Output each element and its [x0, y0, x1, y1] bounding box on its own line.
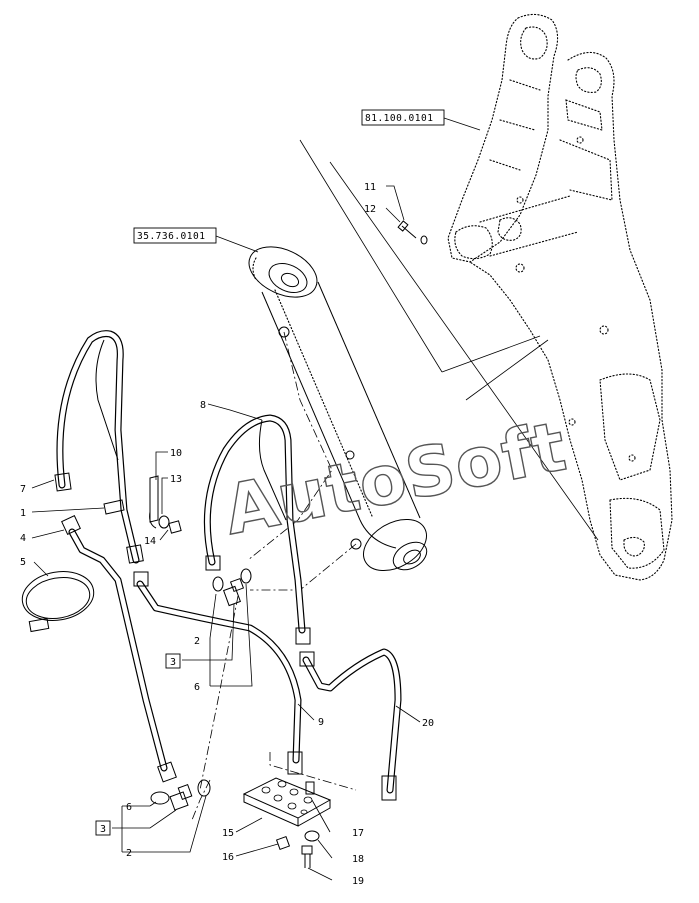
reference-boom: 81.100.0101 — [361, 109, 481, 131]
callout-9: 9 — [318, 717, 324, 728]
fitting-17 — [305, 781, 315, 795]
callout-13: 13 — [170, 474, 182, 485]
assembly-line-4 — [269, 752, 357, 791]
reference-cylinder: 35.736.0101 — [133, 227, 259, 253]
callout-1: 1 — [20, 508, 26, 519]
assembly-line-5 — [191, 779, 211, 821]
callout-11: 11 — [364, 182, 376, 193]
washer-18 — [304, 830, 320, 842]
callout-4: 4 — [20, 533, 26, 544]
o-ring-6-lower — [150, 791, 170, 805]
callout-2-lower: 2 — [126, 848, 132, 859]
assembly-line-1 — [247, 331, 333, 561]
callout-8: 8 — [200, 400, 206, 411]
callout-16: 16 — [222, 852, 234, 863]
o-ring-6-upper — [240, 568, 252, 584]
diagonal-guide-line-2 — [329, 161, 599, 541]
hose-9 — [133, 571, 303, 775]
assembly-line-2 — [250, 543, 357, 591]
callout-20: 20 — [422, 718, 434, 729]
boom-pointer-line-2 — [465, 339, 549, 401]
hydraulic-cylinder — [248, 246, 428, 572]
clip-1 — [103, 499, 125, 515]
callout-10: 10 — [170, 448, 182, 459]
hose-clamp-5 — [21, 571, 95, 633]
callout-3-lower-box — [95, 820, 111, 836]
callout-12: 12 — [364, 204, 376, 215]
callout-2-upper: 2 — [194, 636, 200, 647]
watermark-text: AutoSoft — [218, 407, 573, 551]
callout-17: 17 — [352, 828, 364, 839]
callout-3-upper: 3 — [170, 657, 176, 668]
o-ring-2-upper — [212, 576, 224, 592]
callout-3-lower: 3 — [100, 824, 106, 835]
fitting-3-lower — [169, 784, 193, 811]
boom-pointer-line-1 — [441, 335, 541, 373]
callout-18: 18 — [352, 854, 364, 865]
bolt-12 — [397, 220, 428, 245]
o-ring-2-lower — [197, 779, 211, 797]
diagonal-guide-line-1 — [299, 139, 443, 373]
callout-6-lower: 6 — [126, 802, 132, 813]
hose-7 — [54, 330, 144, 564]
nut-14 — [168, 520, 182, 534]
bolt-19 — [301, 845, 313, 868]
washer-13 — [158, 515, 170, 529]
callout-3-upper-box — [165, 653, 181, 669]
reference-boom-text: 81.100.0101 — [365, 113, 433, 124]
callout-6-upper: 6 — [194, 682, 200, 693]
callouts: 1 4 5 7 8 10 13 14 11 12 2 3 6 9 20 6 3 … — [20, 182, 434, 887]
manifold-plate-15 — [242, 777, 332, 827]
assembly-line-3 — [199, 595, 239, 791]
nut-16 — [275, 835, 291, 851]
bracket-10 — [149, 475, 159, 529]
leader-lines — [31, 185, 421, 881]
reference-cylinder-text: 35.736.0101 — [137, 231, 205, 242]
callout-5: 5 — [20, 557, 26, 568]
loader-boom-arm — [447, 13, 673, 581]
pipe-20 — [299, 648, 402, 801]
callout-7: 7 — [20, 484, 26, 495]
hose-8 — [203, 414, 311, 645]
fitting-3-upper — [222, 577, 245, 607]
callout-14: 14 — [144, 536, 156, 547]
callout-15: 15 — [222, 828, 234, 839]
callout-19: 19 — [352, 876, 364, 887]
pipe-4 — [61, 515, 177, 783]
